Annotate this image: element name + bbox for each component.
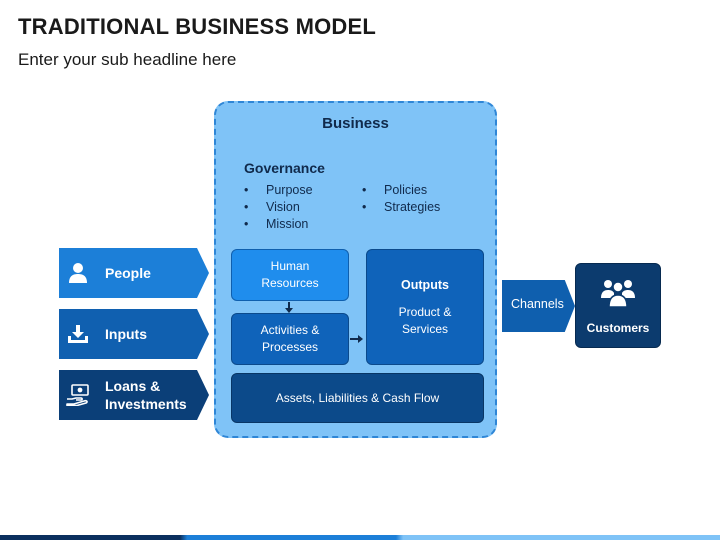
activities-line2: Processes bbox=[261, 340, 319, 354]
governance-item: Strategies bbox=[362, 199, 440, 216]
channels-arrow: Channels bbox=[502, 280, 575, 332]
bottom-accent-bar bbox=[0, 535, 720, 540]
governance-item: Policies bbox=[362, 182, 440, 199]
activities-box: Activities & Processes bbox=[231, 313, 349, 365]
outputs-line2: Services bbox=[401, 321, 448, 336]
outputs-box: Outputs Product & Services bbox=[366, 249, 484, 365]
slide-title: TRADITIONAL BUSINESS MODEL bbox=[18, 14, 377, 39]
inputs-label: Inputs bbox=[105, 326, 147, 342]
people-label: People bbox=[105, 265, 151, 281]
business-title: Business bbox=[322, 115, 389, 132]
person-icon bbox=[59, 248, 97, 298]
customers-label: Customers bbox=[586, 321, 650, 335]
assets-label: Assets, Liabilities & Cash Flow bbox=[275, 390, 440, 405]
human-resources-line2: Resources bbox=[261, 276, 319, 290]
governance-item: Purpose bbox=[244, 182, 313, 199]
loans-label-line2: Investments bbox=[105, 396, 187, 412]
channels-label: Channels bbox=[511, 297, 564, 311]
loans-banner: Loans & Investments bbox=[59, 370, 209, 420]
business-container: Business Governance Purpose Vision Missi… bbox=[214, 101, 497, 438]
arrow-right-connector bbox=[350, 335, 363, 343]
loans-label-line1: Loans & bbox=[105, 378, 161, 394]
human-resources-line1: Human bbox=[270, 259, 310, 273]
human-resources-box: Human Resources bbox=[231, 249, 349, 301]
slide-subtitle: Enter your sub headline here bbox=[18, 50, 237, 69]
activities-line1: Activities & bbox=[260, 323, 320, 337]
outputs-title: Outputs bbox=[401, 277, 449, 292]
download-tray-icon bbox=[59, 309, 97, 359]
customers-box: Customers bbox=[575, 263, 661, 348]
outputs-line1: Product & bbox=[398, 304, 452, 319]
arrow-down-connector bbox=[285, 302, 293, 313]
governance-title: Governance bbox=[244, 160, 325, 176]
assets-box: Assets, Liabilities & Cash Flow bbox=[231, 373, 484, 423]
governance-item: Mission bbox=[244, 216, 313, 233]
money-hand-icon bbox=[59, 370, 97, 420]
people-banner: People bbox=[59, 248, 209, 298]
governance-item: Vision bbox=[244, 199, 313, 216]
governance-list-left: Purpose Vision Mission bbox=[244, 182, 313, 233]
group-icon bbox=[576, 276, 660, 308]
governance-list-right: Policies Strategies bbox=[362, 182, 440, 216]
inputs-banner: Inputs bbox=[59, 309, 209, 359]
